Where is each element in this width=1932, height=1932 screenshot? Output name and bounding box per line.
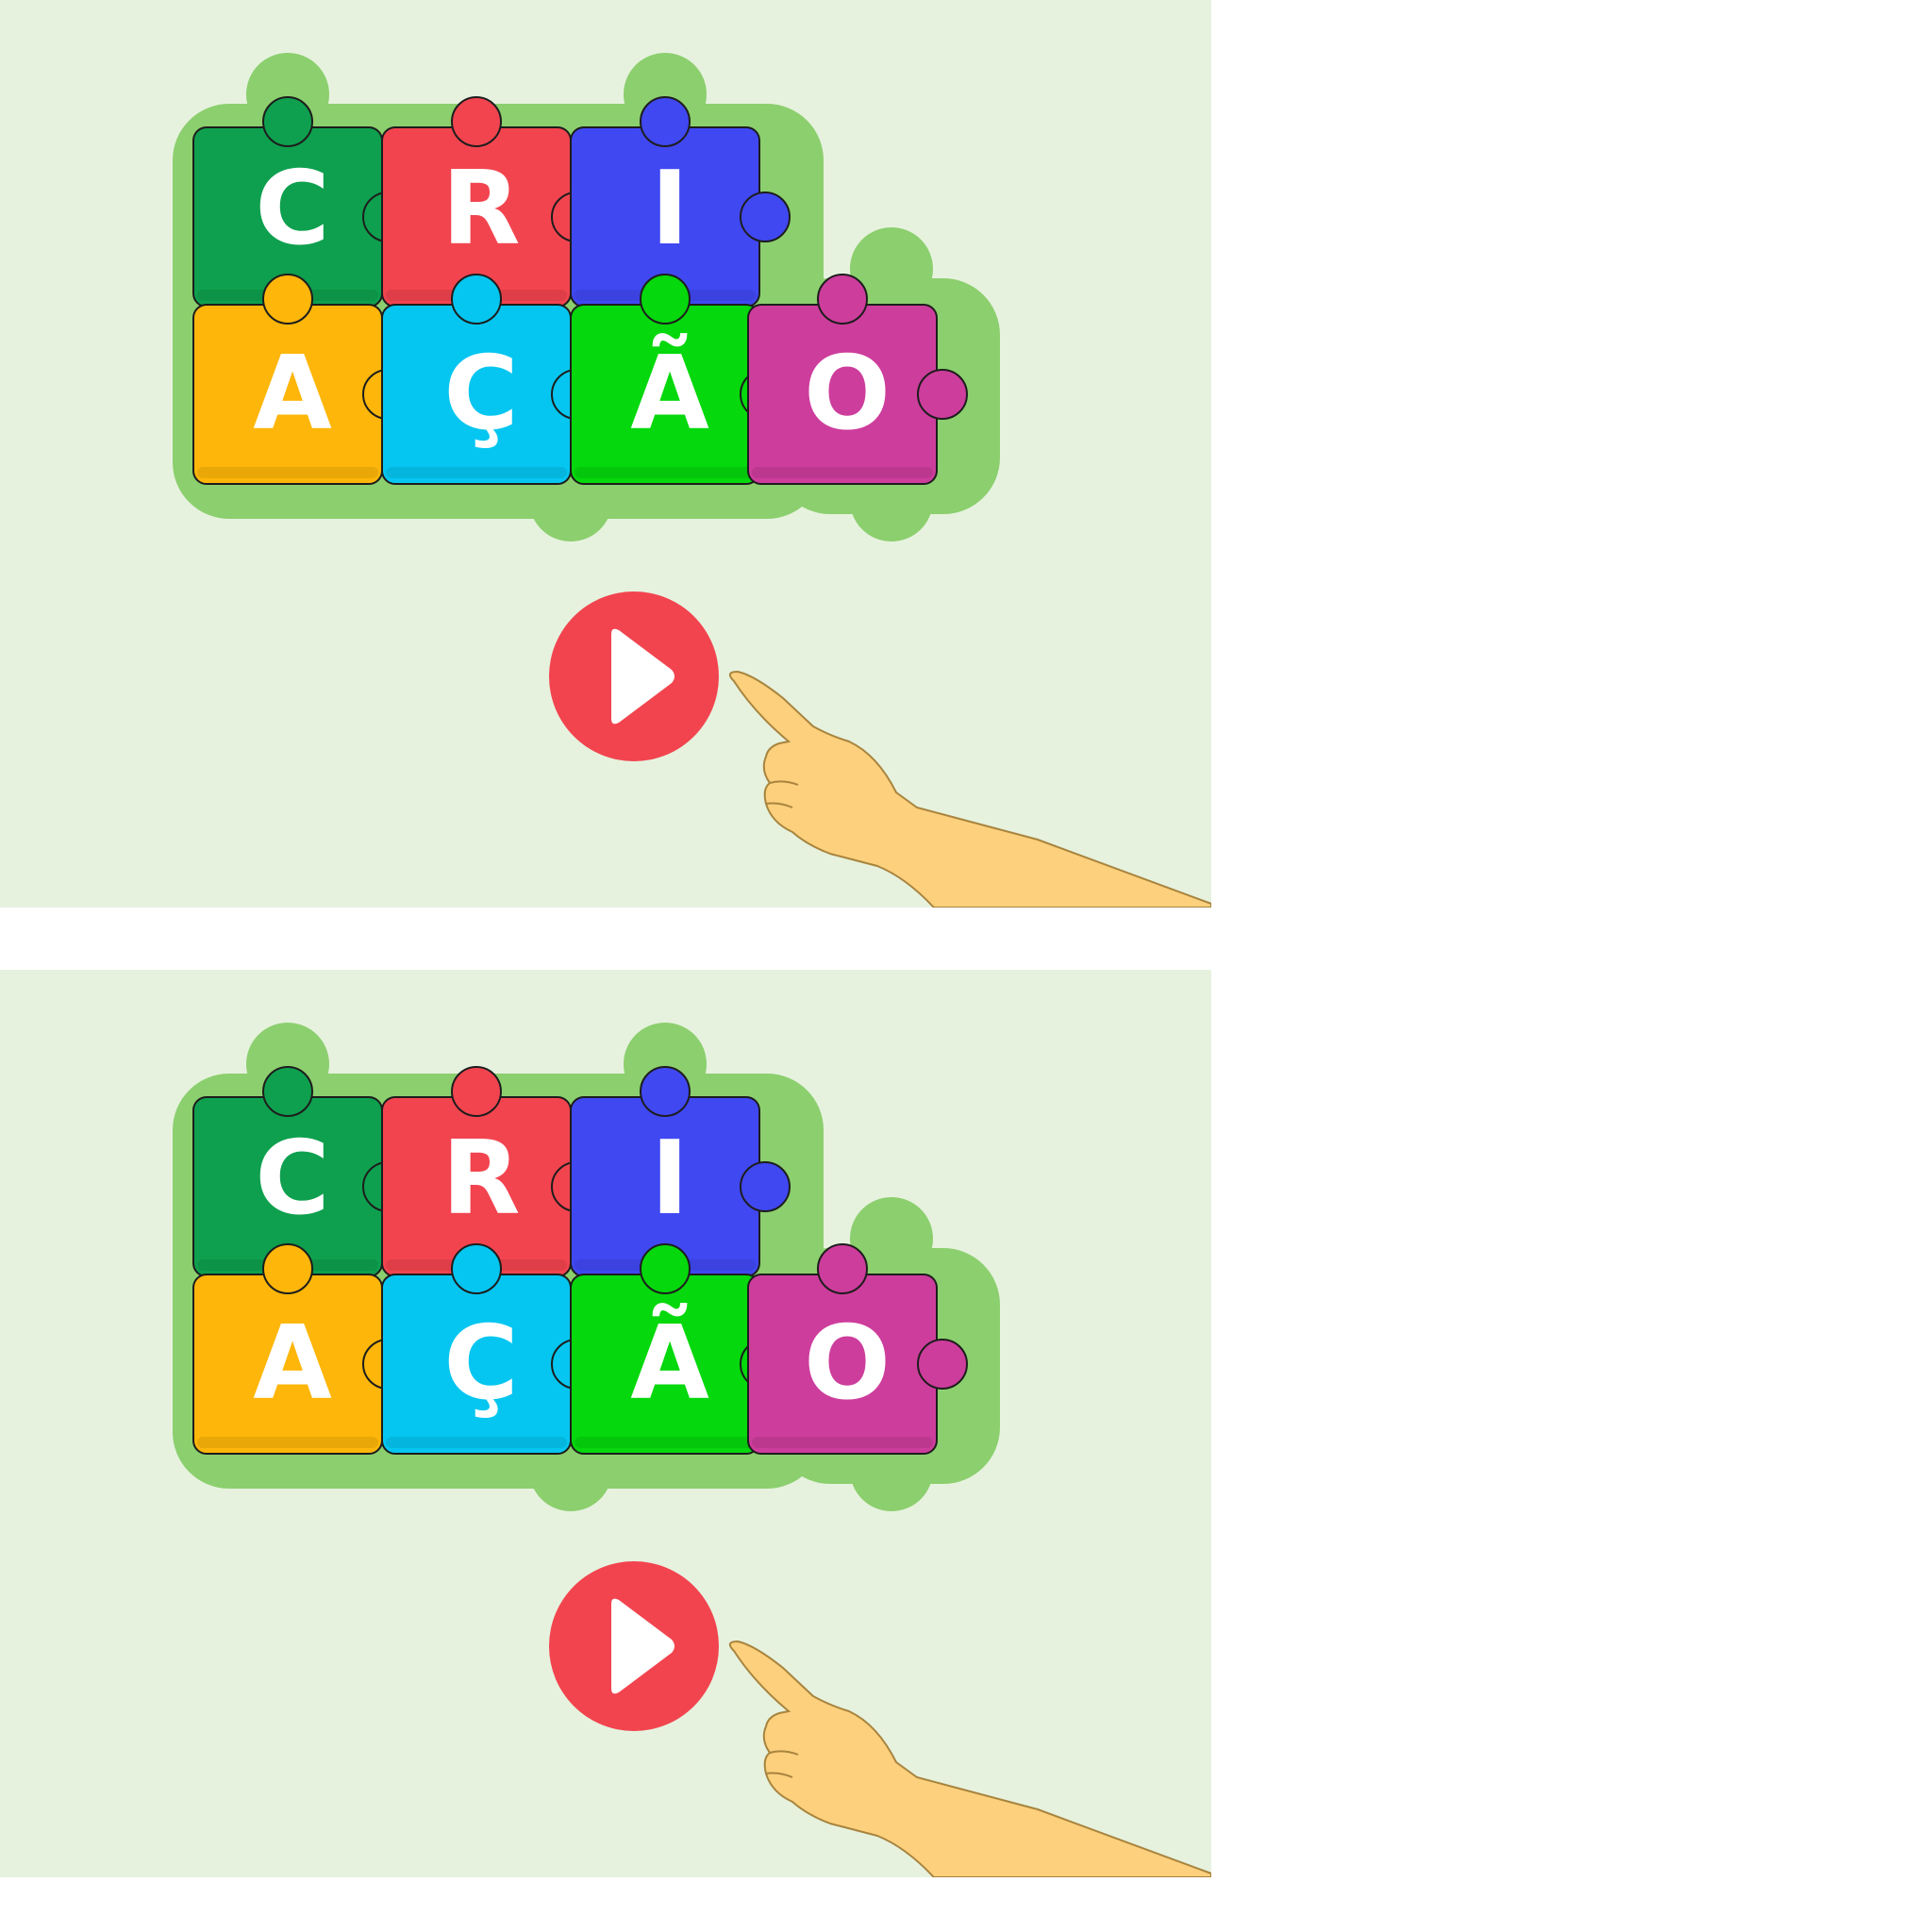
letter-c: C — [255, 150, 329, 268]
letter-a-tilde: Ã — [630, 1303, 709, 1423]
letter-a-tilde: Ã — [630, 333, 709, 453]
letter-r: R — [441, 1120, 520, 1238]
play-icon — [611, 1598, 675, 1694]
pointing-hand-icon — [728, 1640, 1211, 1877]
letter-i: I — [651, 1120, 689, 1238]
puzzle-piece-i — [570, 1066, 791, 1277]
play-button[interactable] — [549, 1561, 719, 1731]
play-button[interactable] — [549, 591, 719, 761]
letter-a: A — [253, 335, 332, 453]
letter-c-cedilla: Ç — [443, 335, 518, 453]
letter-c-cedilla: Ç — [443, 1305, 518, 1423]
play-icon — [611, 628, 675, 724]
letter-i: I — [651, 150, 689, 268]
puzzle-piece-a-tilde — [570, 274, 791, 485]
puzzle-piece-c-cedilla — [381, 274, 602, 485]
puzzle-piece-i — [570, 96, 791, 308]
puzzle-piece-o — [747, 274, 968, 485]
letter-o: O — [804, 335, 891, 453]
pointing-hand-icon — [728, 670, 1211, 908]
puzzle-piece-o — [747, 1243, 968, 1455]
letter-a: A — [253, 1305, 332, 1423]
letter-o: O — [804, 1305, 891, 1423]
letter-r: R — [441, 150, 520, 268]
letter-c: C — [255, 1120, 329, 1238]
